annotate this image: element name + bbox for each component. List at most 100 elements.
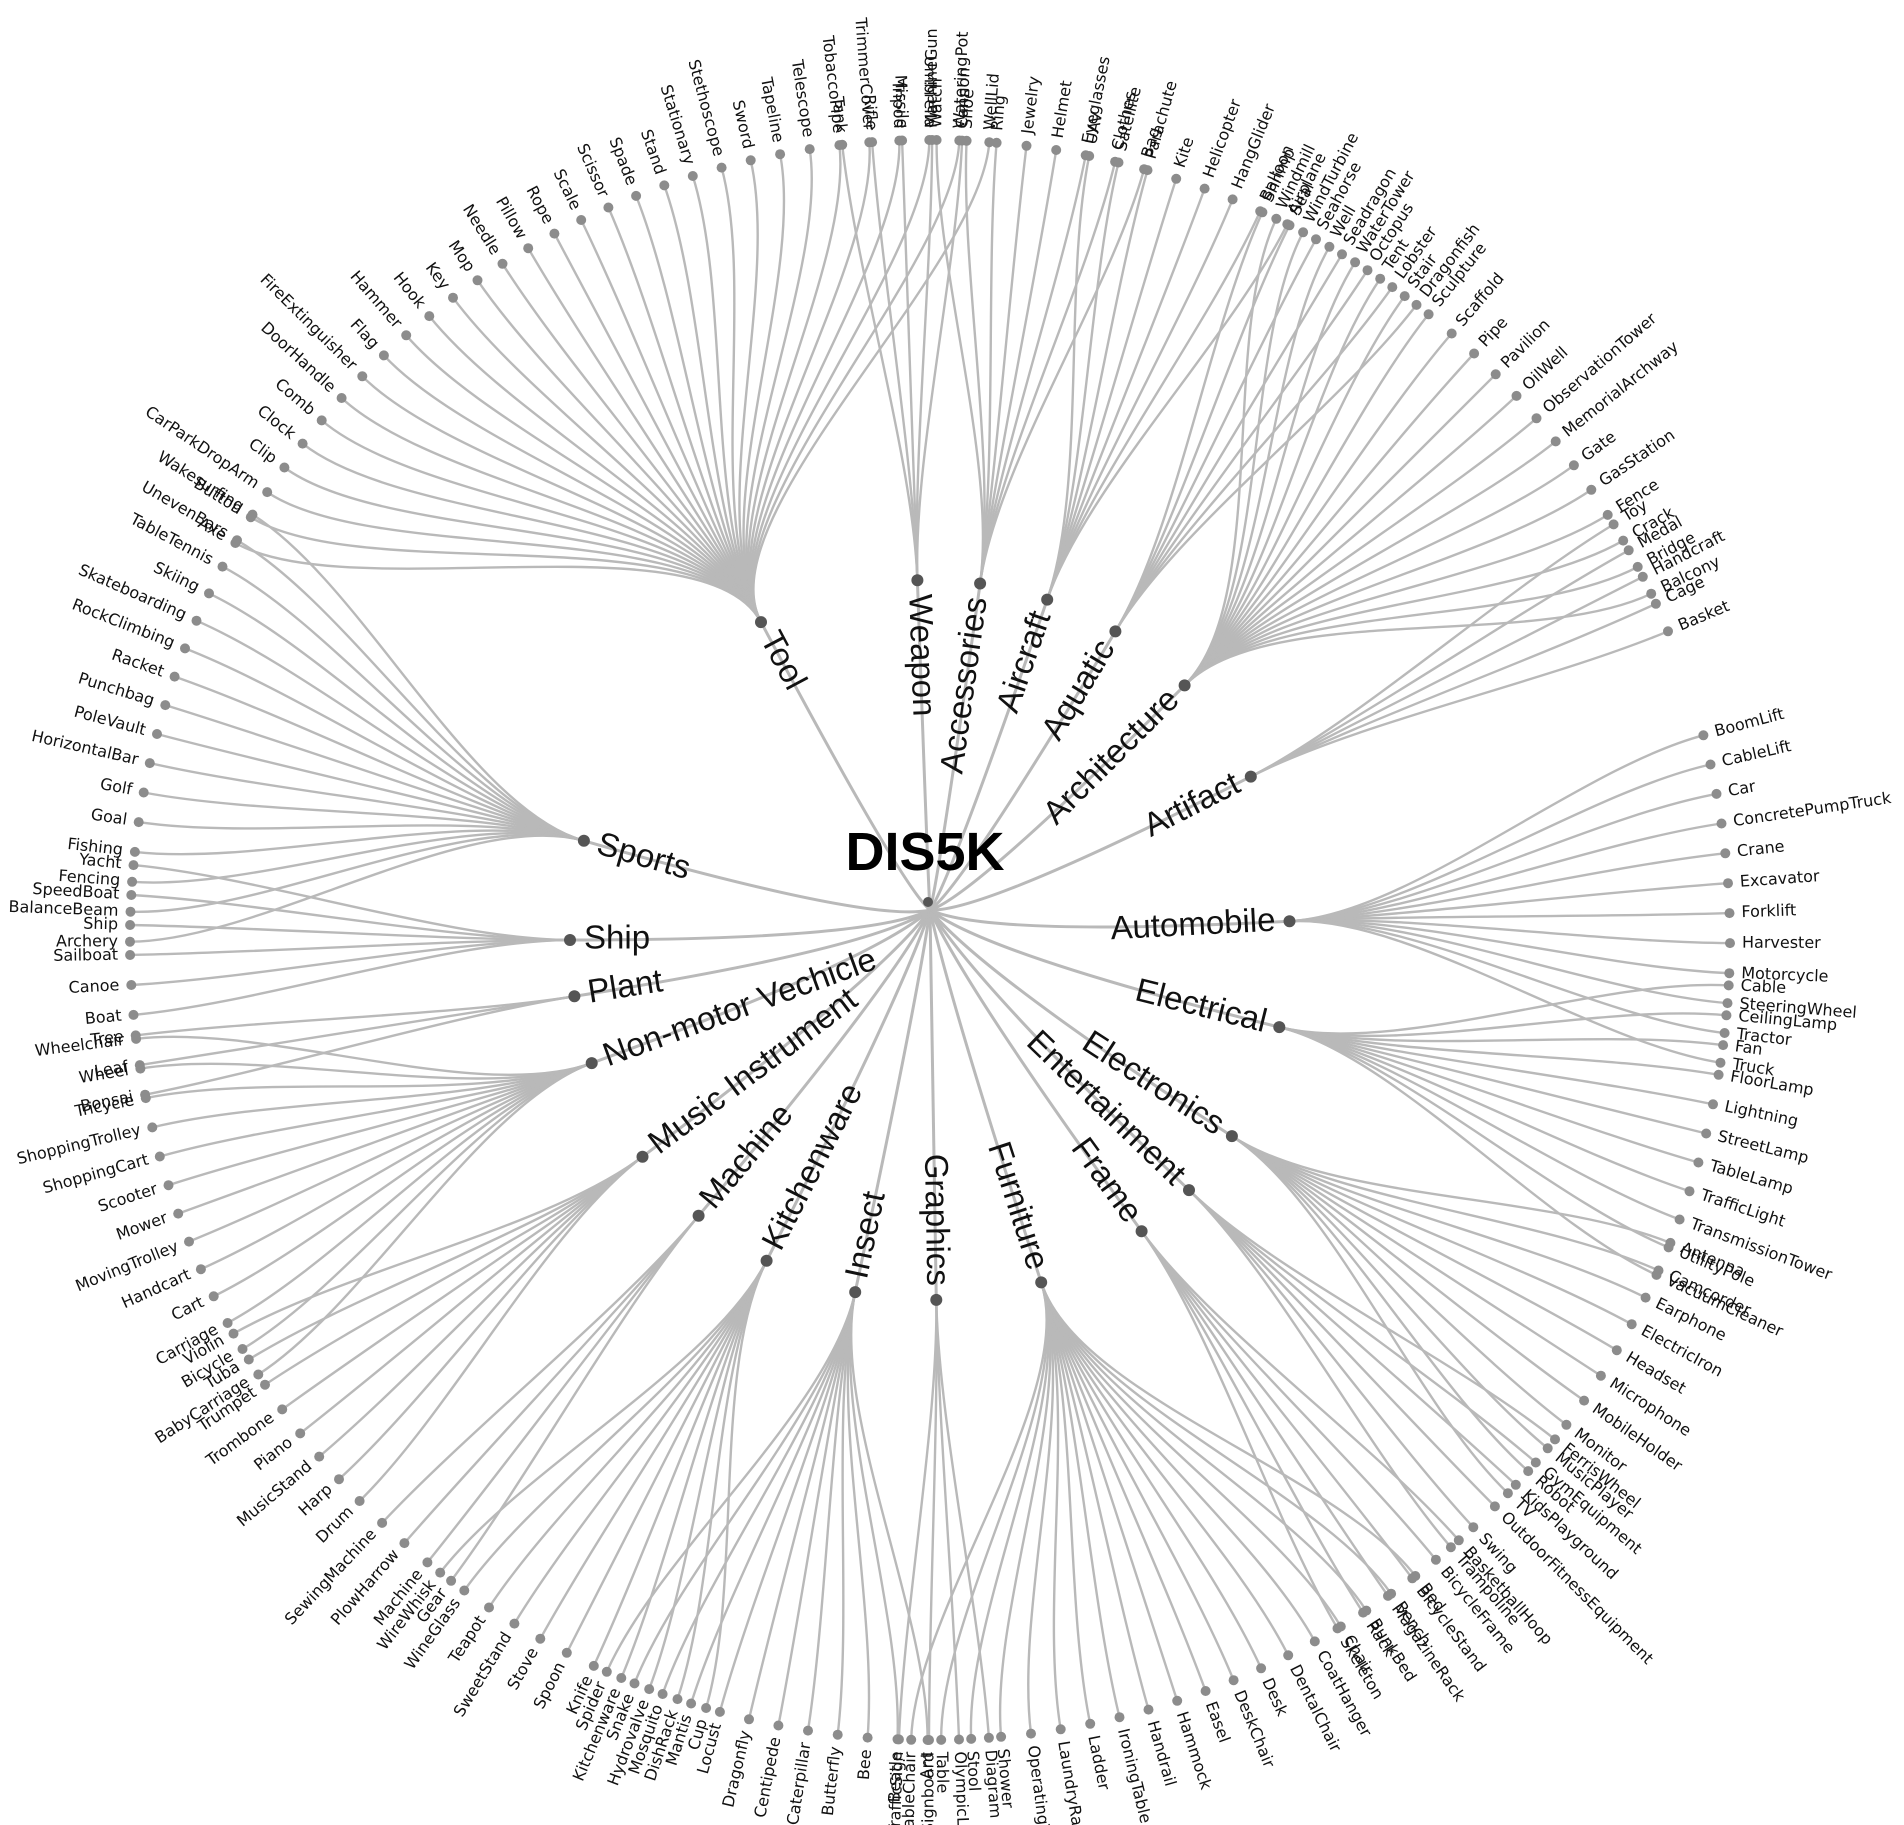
leaf-node	[424, 311, 435, 322]
edge-tool-stand	[663, 185, 763, 623]
edge-root-aircraft	[928, 599, 1049, 911]
leaf-label: Watch	[926, 78, 945, 128]
leaf-node	[804, 144, 815, 155]
leaf-node	[497, 258, 508, 269]
leaf-label: Centipede	[750, 1735, 784, 1819]
edge-furniture-handrail	[1040, 1282, 1150, 1710]
leaf-node	[152, 729, 162, 739]
edge-automobile-excavator	[1289, 882, 1729, 923]
leaf-label: BoomLift	[1712, 704, 1786, 741]
leaf-node	[1531, 413, 1542, 424]
leaf-node	[204, 588, 214, 599]
leaf-label: TrafficSign	[885, 1751, 907, 1825]
leaf-node	[1446, 328, 1457, 339]
leaf-label: Stool	[963, 1750, 984, 1791]
leaf-node	[1026, 1728, 1036, 1739]
leaf-node	[1701, 1128, 1712, 1139]
edge-architecture-gasstation	[1183, 488, 1592, 687]
edge-sports-polevault	[156, 732, 585, 842]
leaf-node	[1579, 1395, 1590, 1406]
edge-artifact-medal	[1250, 549, 1630, 778]
leaf-label: Mop	[445, 237, 480, 276]
edge-tool-pillow	[527, 247, 763, 623]
edge-machine-gear	[450, 1215, 700, 1582]
leaf-node	[1200, 1686, 1211, 1696]
edge-automobile-truck	[1289, 919, 1721, 1064]
edge-sports-racket	[174, 675, 585, 842]
edge-frame-basketballhoop	[1140, 1230, 1460, 1542]
edge-graphics-signboard	[927, 1299, 938, 1741]
leaf-node	[1684, 1186, 1695, 1197]
edge-sports-golf	[143, 791, 585, 842]
edge-electrical-floorlamp	[1279, 1025, 1719, 1076]
leaf-node	[1502, 1488, 1513, 1499]
category-label-tool: Tool	[754, 625, 815, 696]
edge-insect-locust	[718, 1291, 857, 1713]
category-node-furniture	[1035, 1276, 1048, 1289]
edge-tool-stationary	[691, 175, 763, 623]
leaf-node	[1713, 1069, 1724, 1080]
edge-furniture-dentalchair	[1040, 1282, 1290, 1656]
edge-root-ship	[569, 908, 931, 942]
leaf-node	[401, 330, 412, 341]
leaf-label: Golf	[99, 774, 135, 799]
edge-root-tool	[759, 621, 931, 912]
edge-aquatic-dragonfish	[1114, 304, 1418, 633]
leaf-node	[924, 135, 935, 145]
edge-non-motor-vechicle-movingtrolley	[188, 1061, 593, 1243]
leaf-node	[1171, 173, 1182, 184]
leaf-label: Handrail	[1144, 1718, 1181, 1788]
edge-sports-punchbag	[164, 703, 585, 842]
leaf-node	[243, 1354, 254, 1365]
edge-tool-scissor	[607, 207, 763, 623]
edge-sports-rockclimbing	[184, 647, 585, 842]
leaf-node	[1725, 938, 1735, 949]
leaf-node	[1142, 165, 1153, 176]
category-node-entertainment	[1183, 1184, 1195, 1197]
edge-insect-spider	[605, 1291, 857, 1673]
leaf-node	[277, 1404, 288, 1415]
leaf-node	[134, 1060, 145, 1071]
leaf-node	[245, 512, 256, 523]
leaf-label: Yacht	[77, 849, 122, 872]
leaf-label: Dragonfly	[718, 1729, 754, 1810]
edge-sports-skiing	[208, 592, 585, 842]
category-node-tool	[755, 616, 767, 629]
leaf-label: Butterfly	[818, 1745, 845, 1816]
edge-root-entertainment	[928, 909, 1191, 1192]
leaf-node	[1511, 390, 1522, 401]
leaf-label: Caterpillar	[783, 1740, 815, 1825]
edge-frame-skeleton	[1140, 1230, 1339, 1630]
leaf-label: Cart	[168, 1292, 207, 1324]
category-label-graphics: Graphics	[918, 1153, 957, 1286]
leaf-node	[936, 1734, 947, 1745]
edge-root-aquatic	[929, 630, 1117, 912]
edge-aircraft-kite	[1046, 178, 1178, 600]
leaf-node	[1542, 1443, 1553, 1454]
leaf-node	[1561, 1419, 1572, 1430]
leaf-node	[279, 462, 290, 473]
leaf-label: Skiing	[151, 558, 203, 596]
category-node-sports	[577, 834, 590, 847]
leaf-node	[832, 1729, 843, 1740]
edge-tool-needle	[501, 263, 763, 623]
leaf-node	[631, 190, 642, 201]
leaf-node	[133, 817, 144, 828]
edge-non-motor-vechicle-wheel	[140, 1061, 593, 1080]
leaf-node	[184, 1236, 194, 1247]
leaf-node	[262, 487, 273, 498]
leaf-node	[629, 1678, 640, 1689]
edge-aquatic-seahorse	[1114, 238, 1318, 633]
leaf-node	[1568, 460, 1579, 471]
leaf-label: Tapeline	[757, 75, 788, 144]
leaf-node	[399, 1538, 410, 1549]
edge-automobile-car	[1289, 792, 1717, 923]
leaf-node	[217, 561, 228, 572]
category-node-non-motor-vechicle	[585, 1057, 598, 1070]
leaf-node	[1337, 249, 1347, 260]
edge-weapon-cannon	[915, 140, 964, 581]
edge-insect-mosquito	[661, 1291, 857, 1695]
edge-accessories-clothes	[978, 161, 1117, 584]
edge-graphics-trafficsign	[897, 1299, 938, 1740]
